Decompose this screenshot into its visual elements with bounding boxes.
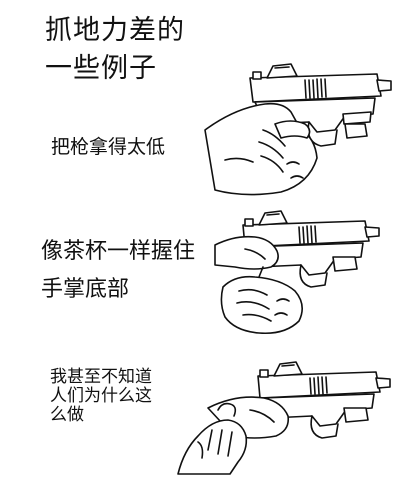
- gripping-hands-drawing: [214, 235, 303, 335]
- caption-line: 么做: [50, 405, 84, 425]
- title-line: 抓地力差的: [45, 15, 185, 46]
- example-3-caption: 我甚至不知道 人们为什么这 么做: [50, 368, 152, 425]
- example-1-pistol-illustration: [204, 63, 392, 196]
- caption-line: 把枪拿得太低: [51, 136, 166, 158]
- title-line: 一些例子: [45, 53, 157, 84]
- example-1-caption: 把枪拿得太低: [51, 136, 165, 159]
- gripping-hands-drawing: [177, 396, 290, 475]
- gripping-hands-drawing: [204, 102, 318, 196]
- page-title: 抓地力差的 一些例子: [45, 12, 185, 88]
- caption-line: 手掌底部: [41, 277, 130, 302]
- example-3-pistol-illustration: [177, 361, 391, 475]
- caption-line: 像茶杯一样握住: [41, 239, 196, 264]
- caption-line: 我甚至不知道: [50, 367, 152, 387]
- caption-line: 人们为什么这: [50, 386, 152, 406]
- example-2-caption: 像茶杯一样握住 手掌底部: [41, 233, 195, 309]
- example-2-pistol-illustration: [214, 210, 380, 335]
